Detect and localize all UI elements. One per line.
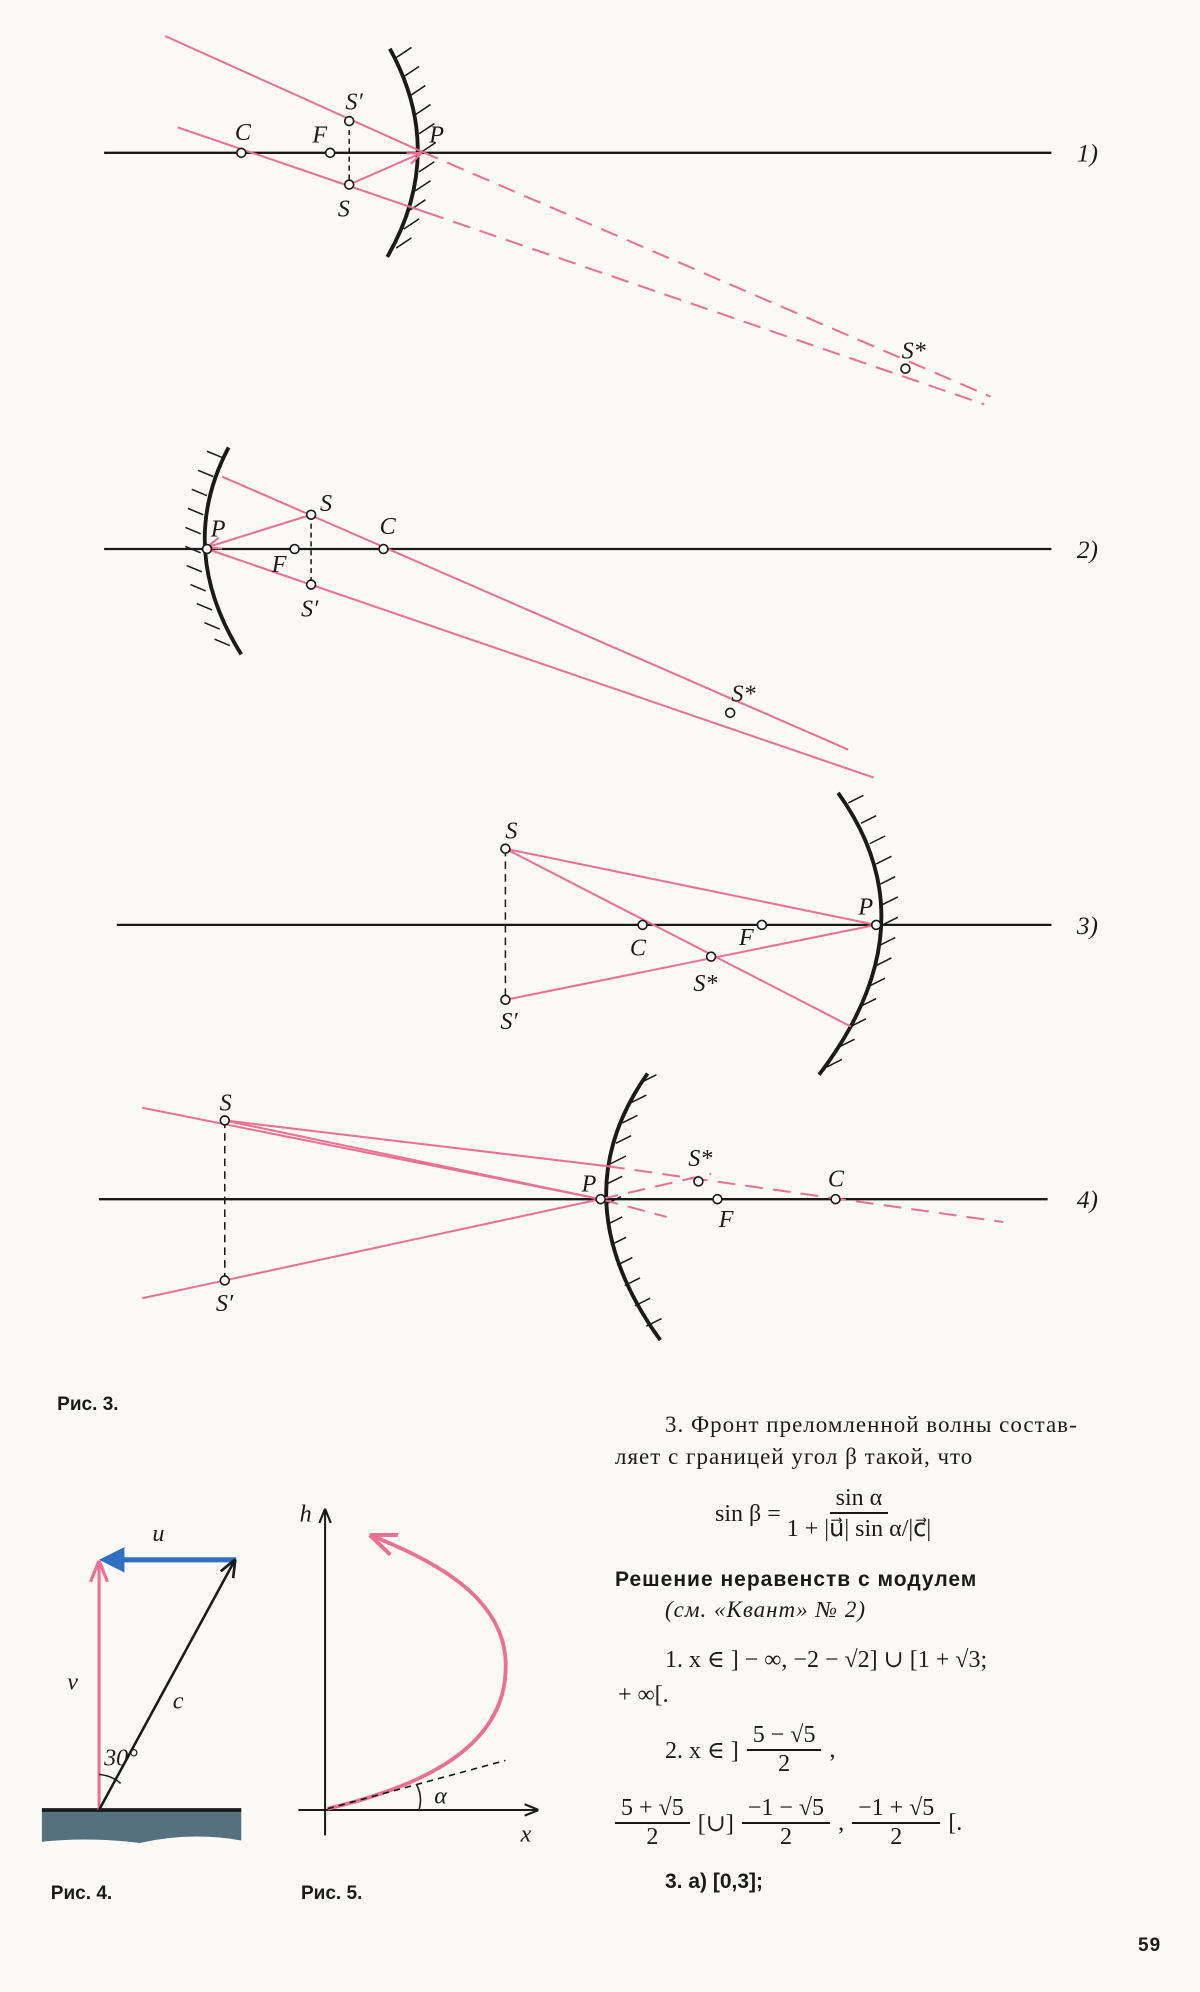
comma: ,	[829, 1736, 836, 1763]
paragraph-line: ляет с границей угол β такой, что	[615, 1444, 974, 1469]
svg-text:P: P	[581, 1172, 597, 1198]
svg-text:3): 3)	[1076, 912, 1098, 940]
concave-mirror	[817, 791, 884, 1076]
section-reference: (см. «Квант» № 2)	[665, 1597, 867, 1622]
svg-text:C: C	[630, 935, 647, 961]
denominator: 2	[646, 1824, 659, 1850]
svg-text:F: F	[271, 552, 287, 578]
svg-text:F: F	[311, 123, 327, 149]
svg-text:S: S	[338, 196, 350, 222]
svg-text:P: P	[428, 123, 444, 149]
numerator: −1 + √5	[852, 1795, 941, 1824]
convex-mirror	[604, 1072, 662, 1342]
svg-text:S′: S′	[301, 596, 319, 622]
svg-text:α: α	[434, 1784, 448, 1810]
paragraph-line: 3. Фронт преломленной волны состав-	[665, 1412, 1078, 1437]
svg-text:Рис. 5.: Рис. 5.	[301, 1883, 362, 1904]
numerator: sin α	[829, 1485, 889, 1514]
answer-3: 3. a) [0,3];	[665, 1870, 764, 1893]
figure5: h x α Рис. 5.	[298, 1502, 535, 1904]
trajectory	[327, 1537, 508, 1811]
svg-text:S: S	[320, 491, 332, 517]
figure3-case1: C F P S′ S S* 1)	[104, 35, 1098, 406]
answer-1-cont: + ∞[.	[618, 1682, 669, 1708]
svg-text:1): 1)	[1077, 140, 1098, 168]
denominator: 2	[778, 1751, 791, 1777]
denominator: 1 + |u⃗| sin α/|c⃗|	[786, 1516, 932, 1542]
vector-c	[97, 1562, 234, 1811]
svg-text:x: x	[520, 1822, 532, 1848]
svg-text:C: C	[380, 514, 397, 540]
formula-fraction: sin α 1 + |u⃗| sin α/|c⃗|	[787, 1485, 931, 1543]
svg-text:S′: S′	[500, 1009, 518, 1035]
svg-text:h: h	[300, 1502, 312, 1528]
figure3-case2: P F C S S′ S* 2)	[104, 446, 1098, 779]
denominator: 2	[890, 1824, 903, 1850]
svg-text:S′: S′	[345, 90, 363, 116]
svg-text:v⃗: v⃗	[67, 1669, 96, 1695]
svg-text:C: C	[828, 1166, 845, 1192]
ground	[41, 1809, 242, 1843]
numerator: −1 − √5	[741, 1795, 831, 1824]
svg-text:S*: S*	[902, 339, 927, 365]
svg-text:S′: S′	[216, 1291, 234, 1317]
denominator: 2	[779, 1824, 792, 1850]
svg-text:P: P	[857, 895, 873, 921]
svg-text:F: F	[718, 1207, 734, 1233]
svg-text:S: S	[220, 1090, 232, 1116]
page-number: 59	[1138, 1935, 1162, 1956]
svg-text:P: P	[210, 516, 226, 542]
figure3-caption: Рис. 3.	[57, 1394, 118, 1415]
section-heading: Решение неравенств с модулем	[615, 1568, 978, 1591]
svg-text:c⃗: c⃗	[173, 1688, 202, 1714]
svg-text:30°: 30°	[103, 1746, 138, 1772]
svg-text:S: S	[505, 819, 517, 845]
svg-text:S*: S*	[688, 1146, 713, 1172]
union: [∪]	[697, 1810, 734, 1837]
answer-1: 1. x ∈ ] − ∞, −2 − √2] ∪ [1 + √3;	[665, 1647, 988, 1673]
svg-text:F: F	[738, 925, 754, 951]
interval-end: [.	[948, 1809, 963, 1836]
svg-text:Рис. 4.: Рис. 4.	[51, 1883, 112, 1904]
numerator: 5 − √5	[746, 1722, 822, 1751]
svg-text:2): 2)	[1077, 536, 1098, 564]
figure3-case4: S S′ S* F C P 4)	[99, 1072, 1098, 1342]
comma: ,	[838, 1809, 845, 1836]
formula: sin β = sin α 1 + |u⃗| sin α/|c⃗|	[715, 1485, 931, 1543]
svg-text:S*: S*	[731, 681, 756, 707]
numerator: 5 + √5	[615, 1795, 690, 1824]
svg-text:4): 4)	[1077, 1186, 1098, 1214]
formula-lhs: sin β =	[715, 1500, 781, 1527]
svg-text:C: C	[235, 120, 252, 146]
figure4: u⃗ v⃗ c⃗ 30° Рис. 4.	[41, 1521, 242, 1904]
answer-2-prefix: 2. x ∈ ]	[665, 1737, 739, 1764]
figure3-case3: S S′ C F S* P 3)	[116, 791, 1098, 1076]
svg-text:S*: S*	[693, 971, 718, 997]
svg-text:u⃗: u⃗	[152, 1521, 183, 1547]
